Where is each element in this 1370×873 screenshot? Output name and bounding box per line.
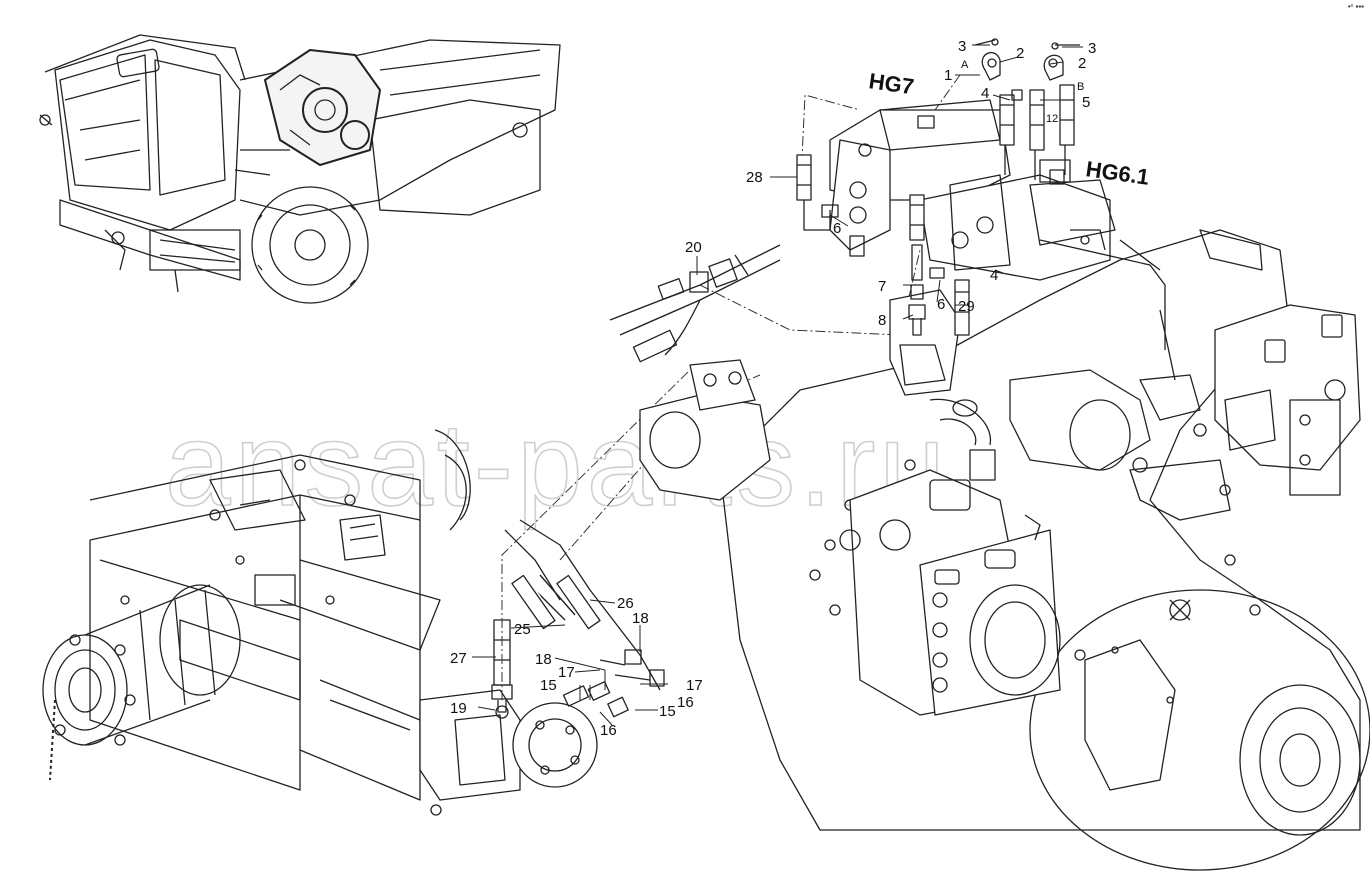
callout-28: 28: [746, 169, 763, 186]
callout-4-upper: 4: [981, 85, 989, 102]
watermark-text: ansat-parts.ru: [165, 399, 949, 531]
callout-5: 5: [1082, 94, 1090, 111]
callout-2-top-right: 2: [1078, 55, 1086, 72]
callout-16-right: 16: [677, 694, 694, 711]
page-corner-mark: •ˣ ▪▪▪: [1347, 2, 1364, 11]
callout-4-lower: 4: [990, 267, 998, 284]
callout-27: 27: [450, 650, 467, 667]
callout-2-top-left: 2: [1016, 45, 1024, 62]
callout-17-left: 17: [558, 664, 575, 681]
callout-15-upper: 15: [540, 677, 557, 694]
callout-18-right: 18: [632, 610, 649, 627]
group-label-hg6-1: HG6.1: [1084, 156, 1150, 190]
callout-7: 7: [878, 278, 886, 295]
pump-transmission-illustration: [609, 38, 1370, 871]
callout-6-upper: 6: [833, 220, 841, 237]
callout-6-lower: 6: [937, 296, 945, 313]
callout-12: 12: [1046, 113, 1058, 125]
port-letter-a: A: [961, 59, 969, 71]
callout-1: 1: [944, 67, 952, 84]
callout-15-lower: 15: [659, 703, 676, 720]
callout-26: 26: [617, 595, 634, 612]
callout-3-top-right: 3: [1088, 40, 1096, 57]
callout-19: 19: [450, 700, 467, 717]
group-label-hg7: HG7: [867, 68, 915, 99]
callout-29: 29: [958, 298, 975, 315]
callout-17-right: 17: [686, 677, 703, 694]
callout-leaders: [472, 44, 1083, 726]
callout-25: 25: [514, 621, 531, 638]
callout-8: 8: [878, 312, 886, 329]
callout-18-left: 18: [535, 651, 552, 668]
callout-20: 20: [685, 239, 702, 256]
rear-axle-illustration: [42, 429, 665, 816]
port-letter-b: B: [1077, 81, 1084, 93]
callout-3-top-left: 3: [958, 38, 966, 55]
machine-overview-illustration: [39, 34, 561, 304]
callout-16-lower: 16: [600, 722, 617, 739]
